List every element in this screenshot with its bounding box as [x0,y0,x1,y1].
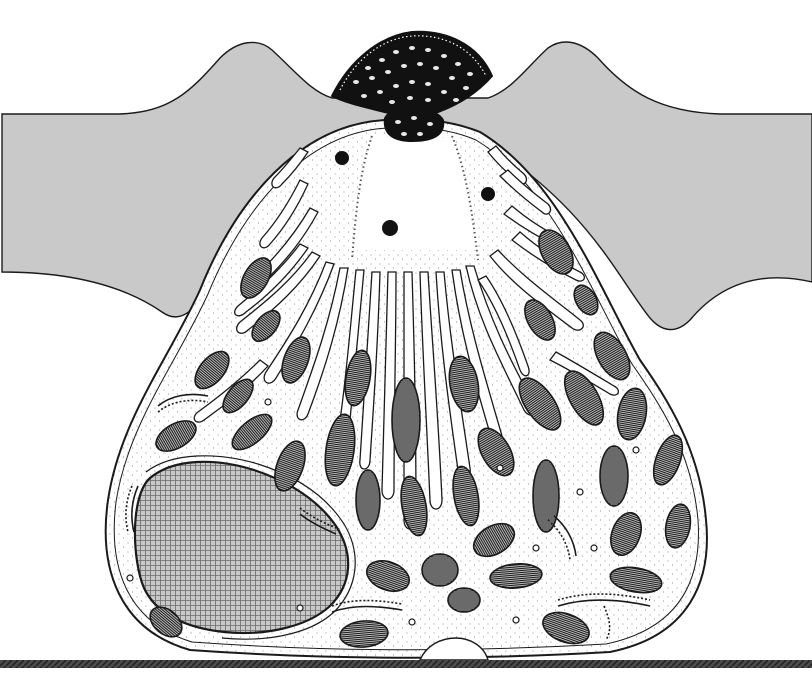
granule [481,187,495,201]
granule [335,151,349,165]
basement-membrane [0,660,812,668]
granule [382,220,398,236]
base-area [0,668,812,700]
